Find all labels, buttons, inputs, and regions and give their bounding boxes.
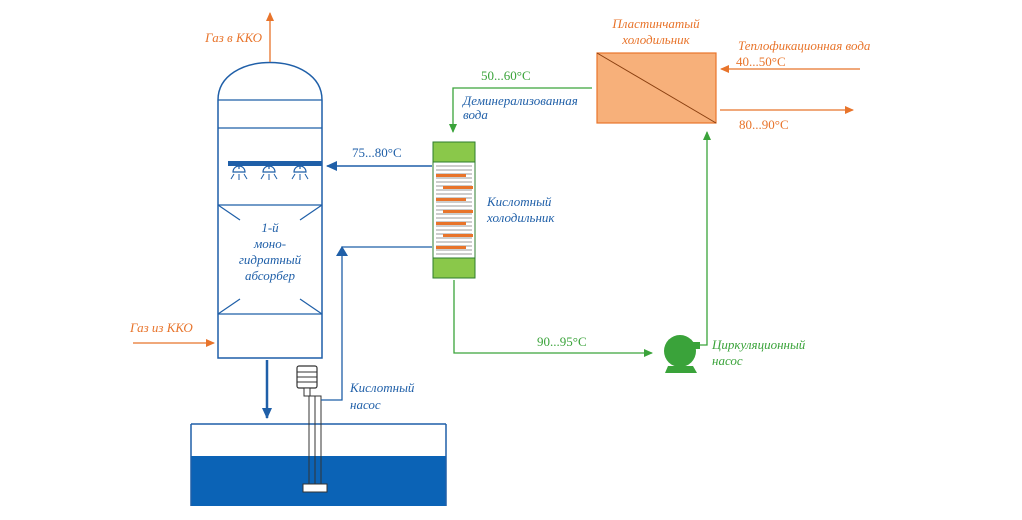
plate-cooler-label-line1: Пластинчатый [611, 16, 700, 31]
demin-water-hot-line [453, 280, 653, 357]
acid-upflow-arrowhead [336, 246, 348, 256]
circ-pump-label-line2: насос [712, 353, 743, 368]
acid-discharge-line [321, 246, 432, 401]
demin-cold-temp: 50...60°C [481, 68, 531, 83]
absorber-label-line3: гидратный [239, 252, 302, 267]
demin-water-label-line2: вода [463, 107, 488, 122]
acid-tank [190, 423, 447, 506]
heating-out-temp: 80...90°C [739, 117, 789, 132]
demin-water-label-line1: Деминерализованная [461, 93, 578, 108]
plate-cooler [596, 52, 717, 124]
acid-cooler-label-line1: Кислотный [486, 194, 552, 209]
acid-pump-icon [296, 365, 328, 493]
spray-nozzle-icon [230, 165, 248, 180]
absorber-label-line1: 1-й [261, 220, 279, 235]
circulation-pump-icon [664, 335, 700, 373]
spray-nozzle-icon [291, 165, 309, 180]
circ-return-temp: 90...95°C [537, 334, 587, 349]
gas-to-kko-label: Газ в ККО [204, 30, 262, 45]
acid-cooler-label-line2: холодильник [486, 210, 555, 225]
absorber-column [217, 61, 323, 359]
absorber-label-line4: абсорбер [245, 268, 296, 283]
demin-water-cold-line [449, 87, 592, 133]
acid-to-absorber-temp: 75...80°C [352, 145, 402, 160]
heating-in-temp: 40...50°C [736, 54, 786, 69]
acid-cooler [432, 141, 476, 279]
pump-to-cooler-line [700, 131, 711, 346]
plate-cooler-label-line2: холодильник [621, 32, 690, 47]
gas-from-kko-label: Газ из ККО [129, 320, 193, 335]
acid-pump-label-line2: насос [350, 397, 381, 412]
absorber-label-line2: моно- [253, 236, 286, 251]
spray-distributor [228, 161, 322, 180]
spray-nozzle-icon [260, 165, 278, 180]
acid-pump-label-line1: Кислотный [349, 380, 415, 395]
heating-water-label: Теплофикационная вода [738, 38, 871, 53]
circ-pump-label-line1: Циркуляционный [711, 337, 806, 352]
